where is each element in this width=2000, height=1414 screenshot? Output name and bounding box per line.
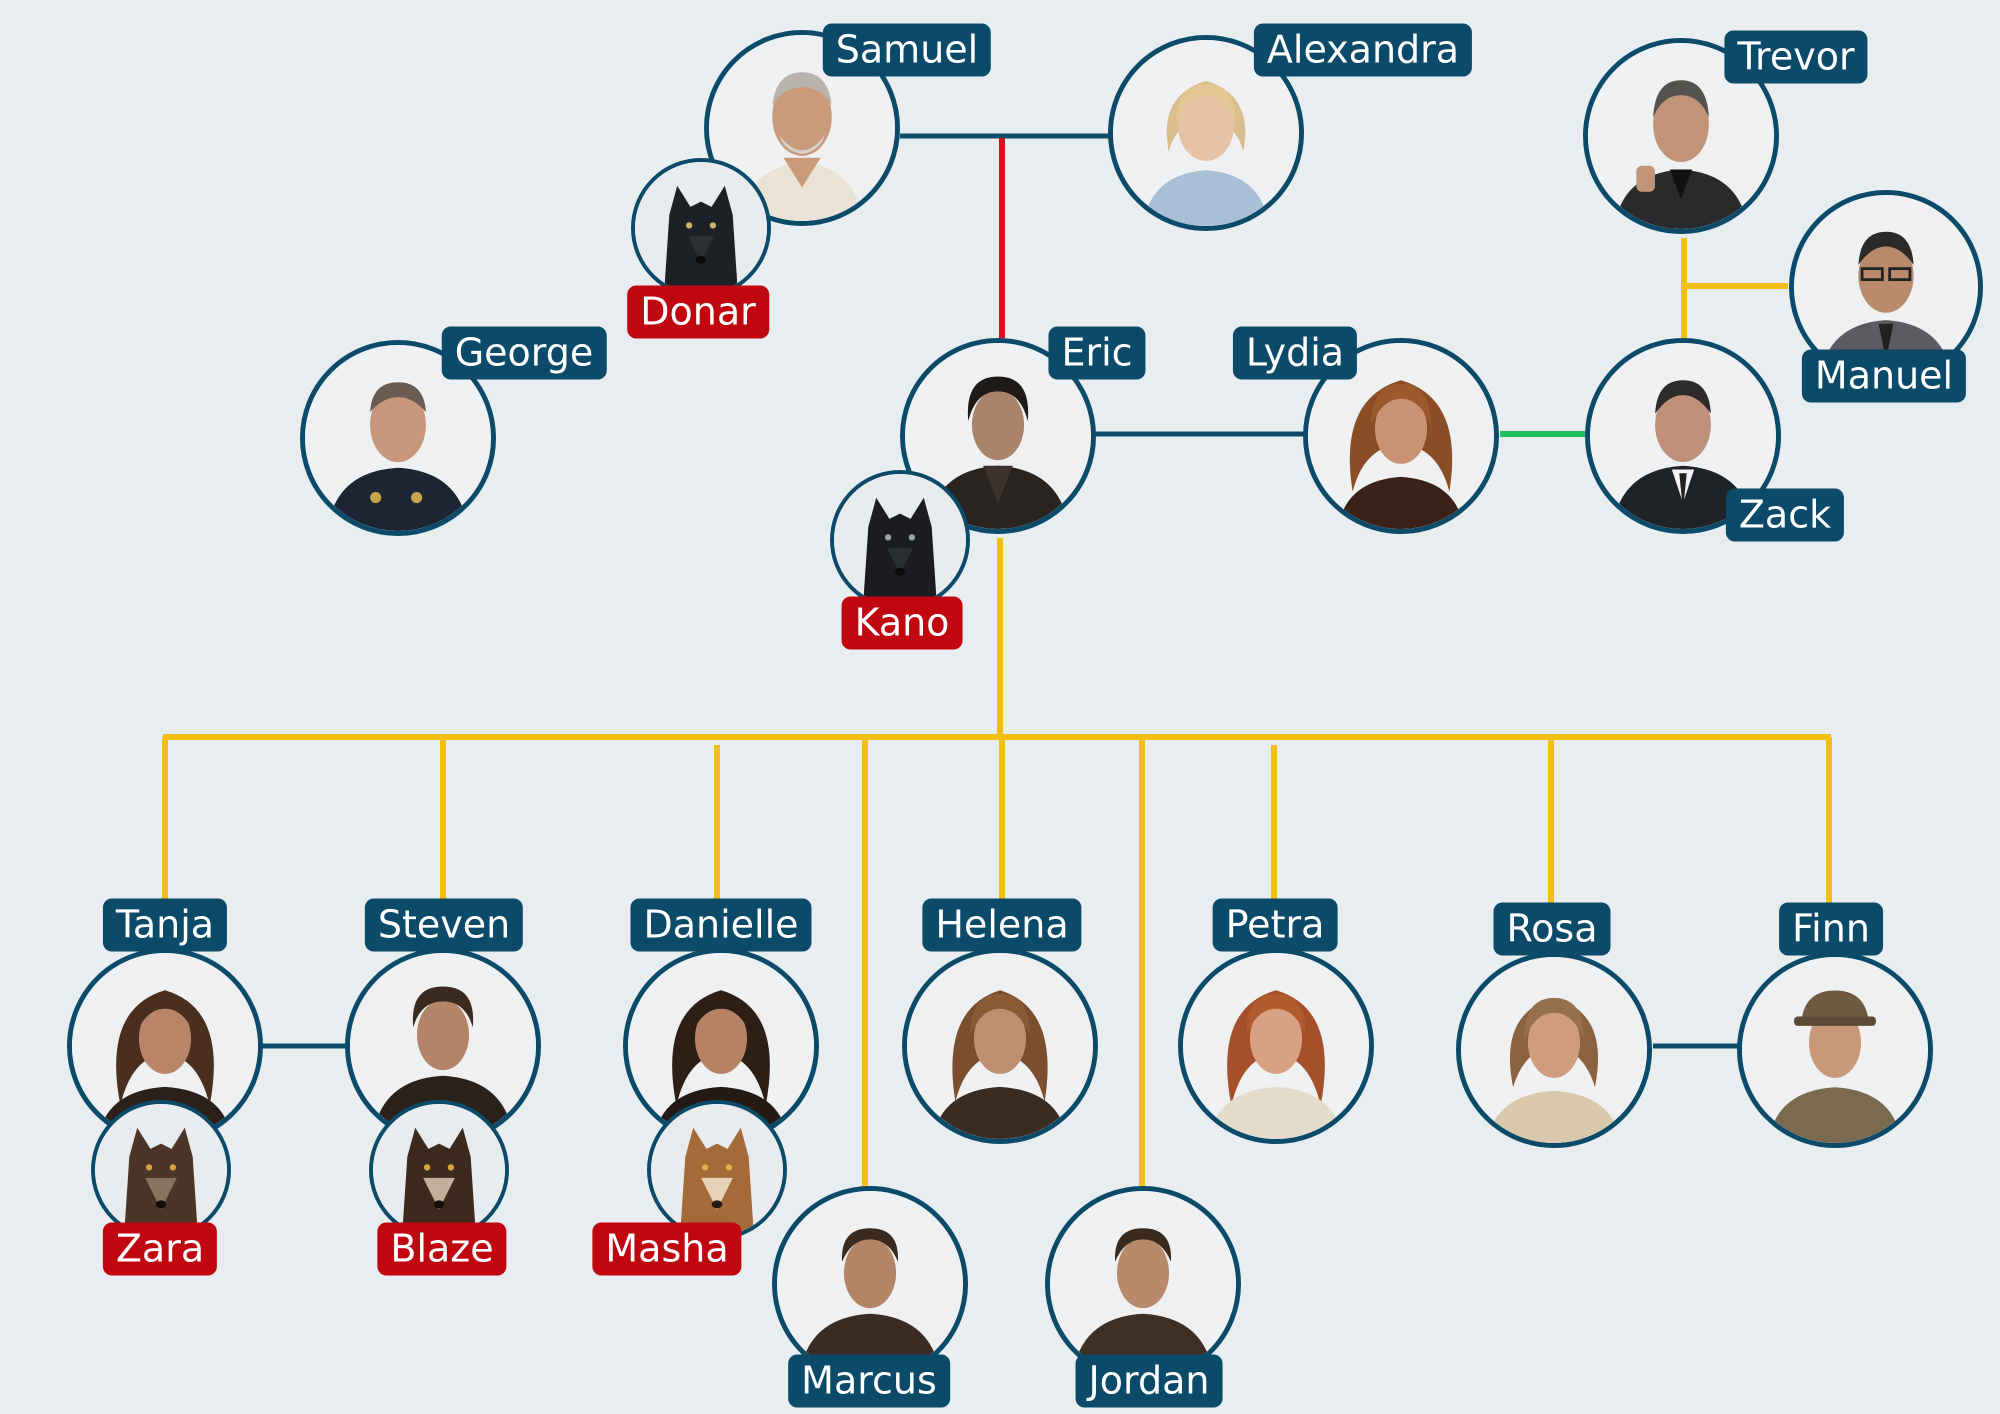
name-label-danielle: Danielle — [630, 898, 812, 952]
name-label-wolf-kano: Kano — [841, 596, 963, 650]
person-avatar-icon — [1742, 957, 1928, 1143]
portrait-zack — [1585, 338, 1781, 534]
name-label-lydia: Lydia — [1232, 326, 1358, 380]
name-label-samuel: Samuel — [822, 23, 992, 77]
name-label-tanja: Tanja — [102, 898, 228, 952]
children-connector — [162, 538, 1832, 1192]
portrait-petra — [1178, 948, 1374, 1144]
connector-trevor-zack-manuel — [1681, 238, 1788, 338]
name-label-marcus: Marcus — [788, 1354, 950, 1408]
person-avatar-icon — [1113, 40, 1299, 226]
portrait-wolf-kano — [830, 470, 970, 610]
name-label-trevor: Trevor — [1724, 30, 1868, 84]
name-label-zack: Zack — [1725, 488, 1845, 542]
person-avatar-icon — [1794, 195, 1978, 379]
name-label-alexandra: Alexandra — [1253, 23, 1473, 77]
portrait-wolf-zara — [91, 1100, 231, 1240]
person-avatar-icon — [1183, 953, 1369, 1139]
name-label-rosa: Rosa — [1493, 902, 1611, 956]
person-avatar-icon — [1050, 1191, 1236, 1377]
person-avatar-icon — [1308, 343, 1494, 529]
name-label-george: George — [441, 326, 607, 380]
portrait-finn — [1737, 952, 1933, 1148]
person-avatar-icon — [1461, 957, 1647, 1143]
portrait-wolf-donar — [631, 158, 771, 298]
name-label-eric: Eric — [1048, 326, 1146, 380]
name-label-manuel: Manuel — [1801, 349, 1967, 403]
name-label-helena: Helena — [922, 898, 1082, 952]
person-avatar-icon — [907, 953, 1093, 1139]
portrait-alexandra — [1108, 35, 1304, 231]
portrait-samuel — [704, 30, 900, 226]
wolf-icon — [95, 1104, 227, 1236]
name-label-steven: Steven — [364, 898, 524, 952]
portrait-wolf-masha — [647, 1100, 787, 1240]
name-label-wolf-masha: Masha — [592, 1222, 742, 1276]
portrait-rosa — [1456, 952, 1652, 1148]
portrait-helena — [902, 948, 1098, 1144]
wolf-icon — [834, 474, 966, 606]
wolf-icon — [635, 162, 767, 294]
wolf-icon — [373, 1104, 505, 1236]
name-label-finn: Finn — [1779, 902, 1883, 956]
portrait-marcus — [772, 1186, 968, 1382]
name-label-wolf-zara: Zara — [102, 1222, 218, 1276]
wolf-icon — [651, 1104, 783, 1236]
name-label-wolf-donar: Donar — [627, 285, 769, 339]
name-label-petra: Petra — [1212, 898, 1338, 952]
name-label-wolf-blaze: Blaze — [377, 1222, 507, 1276]
person-avatar-icon — [777, 1191, 963, 1377]
portrait-jordan — [1045, 1186, 1241, 1382]
portrait-wolf-blaze — [369, 1100, 509, 1240]
person-avatar-icon — [72, 953, 258, 1139]
name-label-jordan: Jordan — [1075, 1354, 1223, 1408]
